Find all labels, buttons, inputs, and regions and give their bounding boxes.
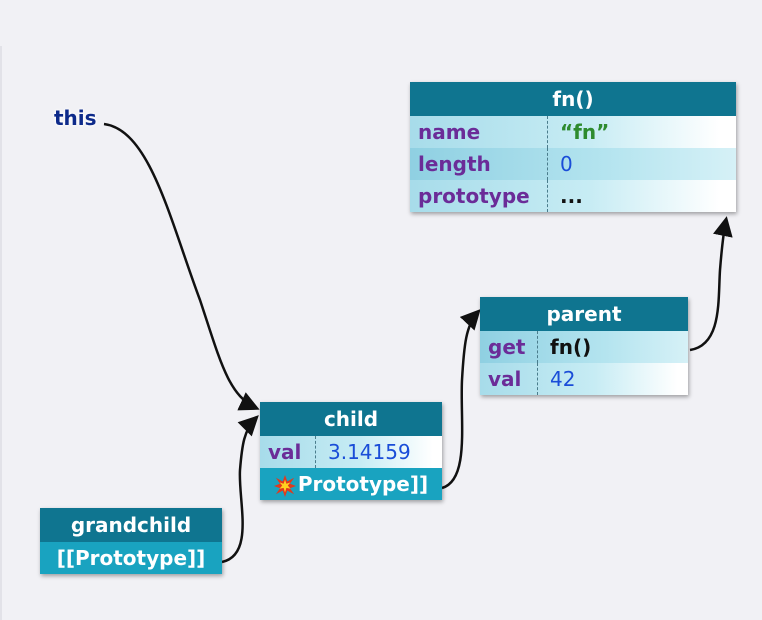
explosion-icon bbox=[273, 474, 296, 497]
fn-row-name: name “fn” bbox=[410, 116, 736, 148]
parent-box-title: parent bbox=[480, 297, 688, 331]
parent-object-box: parent get fn() val 42 bbox=[480, 297, 688, 395]
arrow-child-to-parent bbox=[441, 309, 481, 490]
fn-row-prototype: prototype ... bbox=[410, 180, 736, 212]
parent-value-val: 42 bbox=[550, 367, 576, 391]
parent-row-val: val 42 bbox=[480, 363, 688, 395]
this-label: this bbox=[54, 106, 97, 130]
parent-key-val: val bbox=[480, 363, 538, 395]
fn-value-prototype: ... bbox=[560, 184, 583, 208]
grandchild-box-title: grandchild bbox=[40, 508, 222, 542]
left-edge-divider bbox=[0, 46, 2, 620]
fn-row-length: length 0 bbox=[410, 148, 736, 180]
child-value-val: 3.14159 bbox=[328, 440, 411, 464]
grandchild-prototype-label: [[Prototype]] bbox=[56, 546, 206, 570]
fn-key-prototype: prototype bbox=[410, 180, 548, 212]
parent-value-get: fn() bbox=[550, 335, 592, 359]
child-box-title: child bbox=[260, 402, 442, 436]
grandchild-prototype-row: [[Prototype]] bbox=[40, 542, 222, 574]
fn-key-length: length bbox=[410, 148, 548, 180]
fn-box-title: fn() bbox=[410, 82, 736, 116]
arrow-parent-to-fn bbox=[689, 216, 733, 352]
grandchild-object-box: grandchild [[Prototype]] bbox=[40, 508, 222, 574]
parent-row-get: get fn() bbox=[480, 331, 688, 363]
arrow-grandchild-to-child bbox=[221, 415, 259, 564]
child-prototype-row: Prototype]] bbox=[260, 468, 442, 500]
child-object-box: child val 3.14159 Prototype]] bbox=[260, 402, 442, 500]
fn-key-name: name bbox=[410, 116, 548, 148]
fn-object-box: fn() name “fn” length 0 prototype ... bbox=[410, 82, 736, 212]
fn-value-name: “fn” bbox=[560, 120, 610, 144]
arrow-this-to-child bbox=[103, 122, 260, 411]
parent-key-get: get bbox=[480, 331, 538, 363]
child-prototype-label: Prototype]] bbox=[297, 472, 429, 496]
child-key-val: val bbox=[260, 436, 316, 468]
child-row-val: val 3.14159 bbox=[260, 436, 442, 468]
fn-value-length: 0 bbox=[560, 152, 573, 176]
